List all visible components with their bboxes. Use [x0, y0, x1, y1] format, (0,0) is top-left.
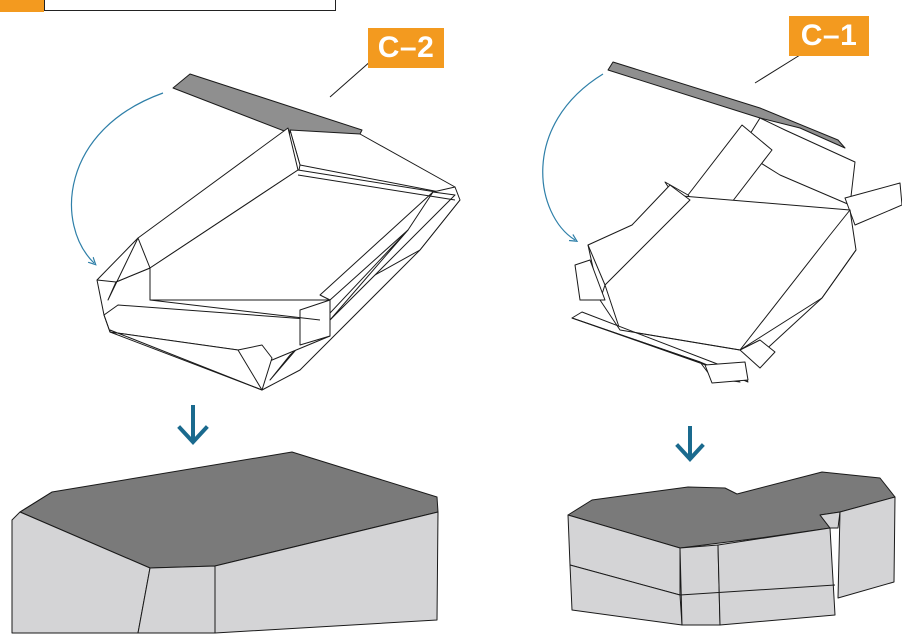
c1-pointer-line	[754, 54, 801, 84]
c1-lid-flap	[607, 61, 846, 149]
header-color-swatch	[0, 0, 44, 12]
c2-open-tray	[96, 73, 461, 391]
c2-lid-flap	[172, 73, 363, 135]
c1-open-tray	[571, 61, 902, 384]
c1-box-top	[567, 471, 896, 549]
c1-rotate-arrow	[542, 73, 604, 240]
c2-pointer-line	[329, 59, 373, 98]
arrow-down-icon	[177, 405, 209, 445]
header-frame	[44, 0, 336, 11]
c1-label: C–1	[789, 16, 869, 56]
c2-closed-box	[11, 451, 439, 634]
arrow-down-icon	[675, 426, 705, 462]
c1-closed-box	[567, 471, 896, 626]
c2-rotate-arrow	[70, 92, 164, 263]
c2-label: C–2	[368, 28, 444, 68]
